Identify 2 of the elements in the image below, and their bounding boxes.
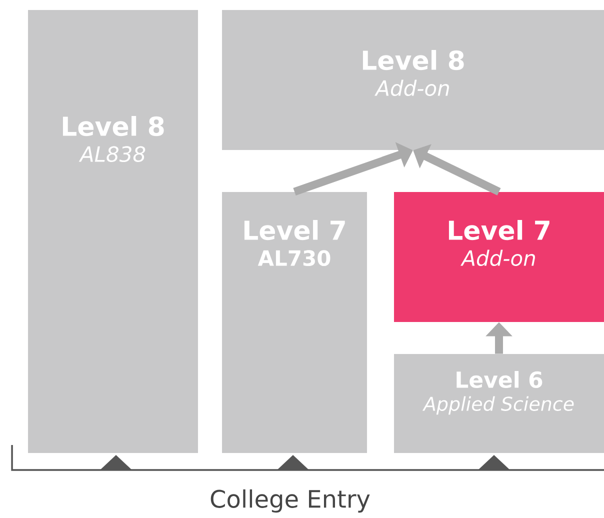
highlighted-box: Level 7 Add-on <box>394 192 604 322</box>
axis-label: College Entry <box>210 489 370 513</box>
